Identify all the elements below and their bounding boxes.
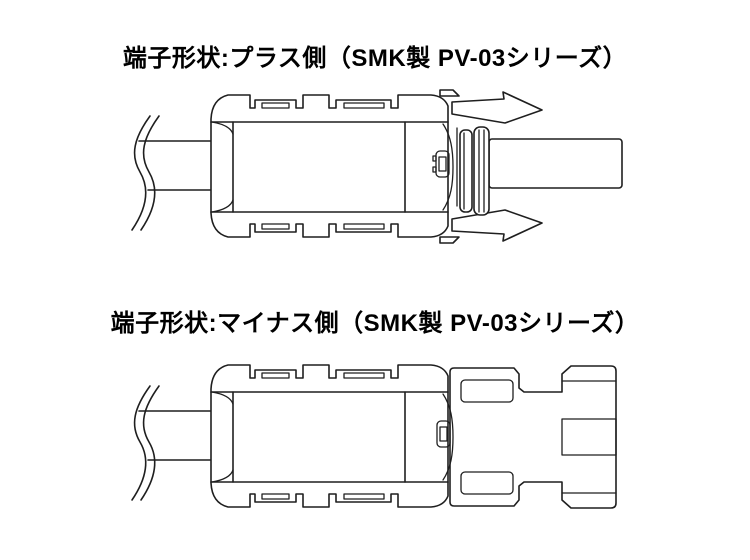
- cable: [138, 410, 214, 461]
- latch-root: [439, 89, 460, 244]
- minus-connector-diagram: [131, 364, 617, 509]
- cable: [138, 140, 214, 191]
- end-block: [561, 380, 617, 494]
- latch-arrow-icons: [451, 91, 543, 242]
- contact-pin: [488, 138, 623, 189]
- coupler-housing: [449, 365, 617, 509]
- plus-side-title: 端子形状:プラス側（SMK製 PV-03シリーズ）: [122, 45, 628, 72]
- seal-rings: [459, 126, 490, 216]
- connector-housing: [210, 364, 449, 508]
- latch-neck: [442, 393, 454, 481]
- latch-button: [436, 420, 451, 448]
- plus-connector-diagram: [131, 89, 623, 244]
- cable-break-icon: [131, 385, 160, 501]
- latch-button: [432, 150, 450, 178]
- connector-housing: [210, 94, 449, 238]
- cable-break-icon: [131, 115, 160, 231]
- latch-neck: [442, 123, 458, 211]
- minus-side-title: 端子形状:マイナス側（SMK製 PV-03シリーズ）: [110, 310, 640, 337]
